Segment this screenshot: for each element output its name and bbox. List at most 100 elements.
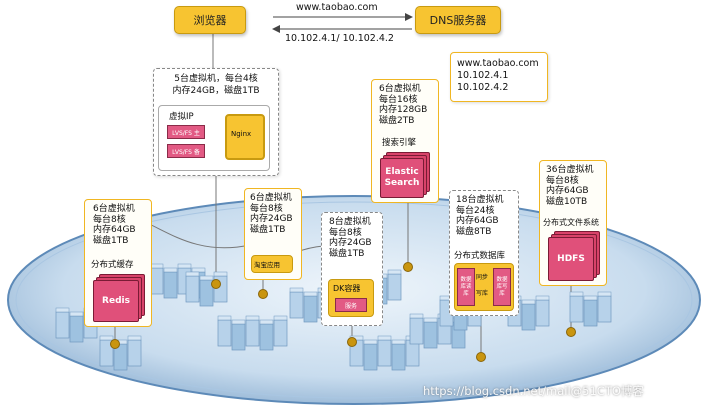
server-rack-top xyxy=(273,315,288,321)
db-cluster-panel: 18台虚拟机 每台24核 内存64GB 磁盘8TB 分布式数据库 数据库读库 同… xyxy=(449,190,519,316)
server-rack-top xyxy=(597,291,612,297)
write-db: 数据库写库 xyxy=(493,268,511,306)
proxy-spec-line1: 5台虚拟机，每台4核 xyxy=(174,74,258,84)
server-rack xyxy=(163,271,178,299)
app-label: 淘宝应用 xyxy=(254,261,280,269)
dk-container-box: DK容器 服务 xyxy=(328,279,374,317)
server-rack xyxy=(583,299,598,327)
dns-server-box: DNS服务器 xyxy=(415,6,501,34)
proxy-cluster-panel: 5台虚拟机，每台4核 内存24GB，磁盘1TB 虚拟IP LVS/FS 主 LV… xyxy=(153,68,279,176)
server-rack-top xyxy=(535,295,550,301)
server-rack-top xyxy=(391,339,406,345)
response-ips: 10.102.4.1/ 10.102.4.2 xyxy=(285,33,394,44)
server-rack-top xyxy=(217,315,232,321)
server-rack-top xyxy=(259,319,274,325)
server-rack-top xyxy=(409,313,424,319)
connector-dot xyxy=(258,289,268,299)
dns-server-label: DNS服务器 xyxy=(429,14,487,27)
server-rack-top xyxy=(127,335,142,341)
hdfs-stack: HDFS xyxy=(548,231,600,281)
db-inner-box: 数据库读库 同步 数据库写库 写库 xyxy=(454,263,514,311)
server-rack xyxy=(391,343,406,371)
server-rack-top xyxy=(55,307,70,313)
container-spec: 8台虚拟机 每台8核 内存24GB 磁盘1TB xyxy=(329,217,372,259)
browser-box: 浏览器 xyxy=(174,6,246,34)
watermark: https://blog.csdn.net/mail@51CTO博客 xyxy=(423,384,644,398)
hdfs-label: HDFS xyxy=(548,237,594,281)
connector-dot xyxy=(566,327,576,337)
nginx-label: Nginx xyxy=(231,130,252,138)
redis-label: Redis xyxy=(93,280,139,322)
server-rack-top xyxy=(199,275,214,281)
server-rack-top xyxy=(191,267,206,273)
server-rack-top xyxy=(569,291,584,297)
elasticsearch-label: Elastic Search xyxy=(380,158,424,198)
cache-cluster-panel: 6台虚拟机 每台8核 内存64GB 磁盘1TB 分布式缓存 Redis xyxy=(84,199,152,327)
server-rack xyxy=(55,311,70,339)
server-rack xyxy=(597,295,612,323)
server-rack xyxy=(273,319,288,347)
server-rack xyxy=(363,343,378,371)
service-label: 服务 xyxy=(335,298,367,312)
server-rack xyxy=(387,273,402,301)
server-rack-top xyxy=(377,335,392,341)
server-rack xyxy=(127,339,142,367)
connector-dot xyxy=(476,352,486,362)
app-cluster-panel: 6台虚拟机 每台8核 内存24GB 磁盘1TB 淘宝应用 xyxy=(244,188,302,280)
elasticsearch-stack: Elastic Search xyxy=(380,152,430,198)
server-rack-top xyxy=(163,267,178,273)
redis-stack: Redis xyxy=(93,274,145,322)
search-cluster-panel: 6台虚拟机 每台16核 内存128GB 磁盘2TB 搜索引擎 Elastic S… xyxy=(371,79,439,203)
server-rack xyxy=(535,299,550,327)
server-rack-top xyxy=(69,311,84,317)
server-rack-top xyxy=(521,299,536,305)
server-rack xyxy=(69,315,84,343)
lvs-backup: LVS/FS 备 xyxy=(167,144,205,158)
server-rack-top xyxy=(99,335,114,341)
db-section-label: 分布式数据库 xyxy=(454,251,506,261)
search-spec: 6台虚拟机 每台16核 内存128GB 磁盘2TB xyxy=(379,84,428,126)
server-rack-top xyxy=(303,291,318,297)
app-spec: 6台虚拟机 每台8核 内存24GB 磁盘1TB xyxy=(250,193,293,235)
server-rack xyxy=(409,317,424,345)
dns-record-box: www.taobao.com 10.102.4.1 10.102.4.2 xyxy=(450,52,548,102)
cache-section-label: 分布式缓存 xyxy=(91,260,134,270)
server-rack-top xyxy=(289,287,304,293)
server-rack-top xyxy=(387,269,402,275)
server-rack-top xyxy=(363,339,378,345)
server-rack xyxy=(377,339,392,367)
proxy-spec-line2: 内存24GB，磁盘1TB xyxy=(172,86,260,96)
connector-dot xyxy=(403,262,413,272)
server-rack-top xyxy=(231,319,246,325)
dns-record-ip2: 10.102.4.2 xyxy=(457,82,509,93)
connector-dot xyxy=(110,339,120,349)
fs-spec: 36台虚拟机 每台8核 内存64GB 磁盘10TB xyxy=(546,165,594,207)
server-rack xyxy=(259,323,274,351)
server-rack xyxy=(245,319,260,347)
server-rack-top xyxy=(213,271,228,277)
server-rack xyxy=(423,321,438,349)
server-rack xyxy=(231,323,246,351)
fs-section-label: 分布式文件系统 xyxy=(543,218,599,227)
server-rack xyxy=(289,291,304,319)
nginx-box: Nginx xyxy=(225,114,265,160)
write-label: 写库 xyxy=(476,290,489,297)
vip-label: 虚拟IP xyxy=(169,112,194,122)
server-rack xyxy=(185,275,200,303)
server-rack-top xyxy=(245,315,260,321)
server-rack-top xyxy=(423,317,438,323)
dns-record-ip1: 10.102.4.1 xyxy=(457,70,509,81)
browser-label: 浏览器 xyxy=(193,14,227,27)
server-rack xyxy=(569,295,584,323)
server-rack-top xyxy=(583,295,598,301)
dns-record-domain: www.taobao.com xyxy=(457,58,539,69)
request-domain: www.taobao.com xyxy=(296,2,378,13)
dk-label: DK容器 xyxy=(333,284,361,293)
server-rack xyxy=(217,319,232,347)
connector-dot xyxy=(347,337,357,347)
read-db: 数据库读库 xyxy=(457,268,475,306)
db-spec: 18台虚拟机 每台24核 内存64GB 磁盘8TB xyxy=(456,195,504,237)
lvs-master: LVS/FS 主 xyxy=(167,125,205,139)
cache-spec: 6台虚拟机 每台8核 内存64GB 磁盘1TB xyxy=(93,204,136,246)
